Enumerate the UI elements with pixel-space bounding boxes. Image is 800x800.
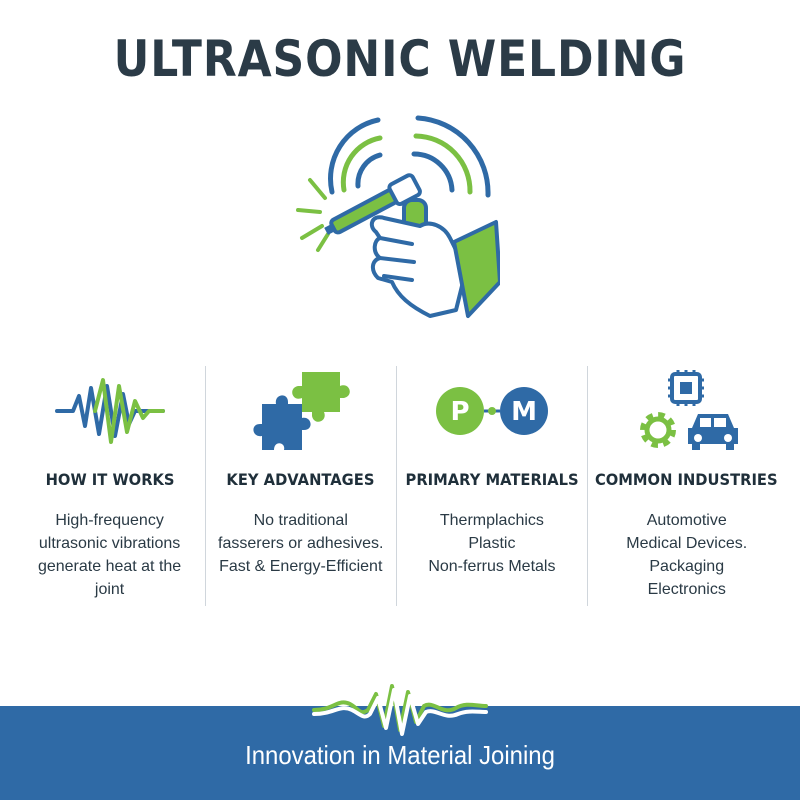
tagline: Innovation in Material Joining <box>245 740 555 770</box>
text-line: Fast & Energy-Efficient <box>219 558 383 575</box>
gear-icon <box>639 412 676 448</box>
plastic-badge: P <box>450 397 469 427</box>
plastic-metal-icon: P M <box>435 387 548 435</box>
heading-key-advantages: KEY ADVANTAGES <box>226 470 375 489</box>
hand-holding-welder-icon <box>296 115 500 318</box>
heading-how-it-works: HOW IT WORKS <box>45 470 175 489</box>
text-line: Packaging <box>649 558 725 575</box>
text-common-industries: Automotive Medical Devices. Packaging El… <box>626 509 747 601</box>
waveform-icon <box>54 378 165 444</box>
heading-common-industries: COMMON INDUSTRIES <box>595 470 779 489</box>
chip-icon <box>667 370 704 406</box>
waveform-icon <box>312 684 488 736</box>
text-line: generate heat at the <box>37 558 182 575</box>
text-line: Medical Devices. <box>626 535 748 552</box>
column-common-industries: COMMON INDUSTRIES Automotive Medical Dev… <box>587 366 786 606</box>
text-line: fasserers or adhesives. <box>218 535 384 552</box>
text-key-advantages: No traditional fasserers or adhesives. F… <box>218 509 383 578</box>
page-title: ULTRASONIC WELDING <box>113 30 687 88</box>
text-line: Non-ferrus Metals <box>428 558 556 575</box>
puzzle-pieces-icon <box>253 372 350 450</box>
column-how-it-works: HOW IT WORKS High-frequency ultrasonic v… <box>14 366 205 606</box>
text-line: Plastic <box>468 535 516 552</box>
industry-icons <box>639 370 738 450</box>
metal-badge: M <box>511 397 537 427</box>
info-columns: HOW IT WORKS High-frequency ultrasonic v… <box>14 366 786 606</box>
text-line: Automotive <box>646 512 727 529</box>
text-how-it-works: High-frequency ultrasonic vibrations gen… <box>38 509 181 601</box>
text-line: Thermplachics <box>439 512 544 529</box>
column-primary-materials: P M PRIMARY MATERIALS Thermplachics Plas… <box>396 366 587 606</box>
heading-primary-materials: PRIMARY MATERIALS <box>405 470 579 489</box>
text-line: Electronics <box>647 581 726 598</box>
text-line: joint <box>94 581 125 598</box>
text-line: High-frequency <box>55 512 164 529</box>
car-icon <box>687 414 738 450</box>
column-key-advantages: KEY ADVANTAGES No traditional fasserers … <box>205 366 396 606</box>
text-primary-materials: Thermplachics Plastic Non-ferrus Metals <box>428 509 555 578</box>
text-line: ultrasonic vibrations <box>38 535 181 552</box>
text-line: No traditional <box>253 512 348 529</box>
